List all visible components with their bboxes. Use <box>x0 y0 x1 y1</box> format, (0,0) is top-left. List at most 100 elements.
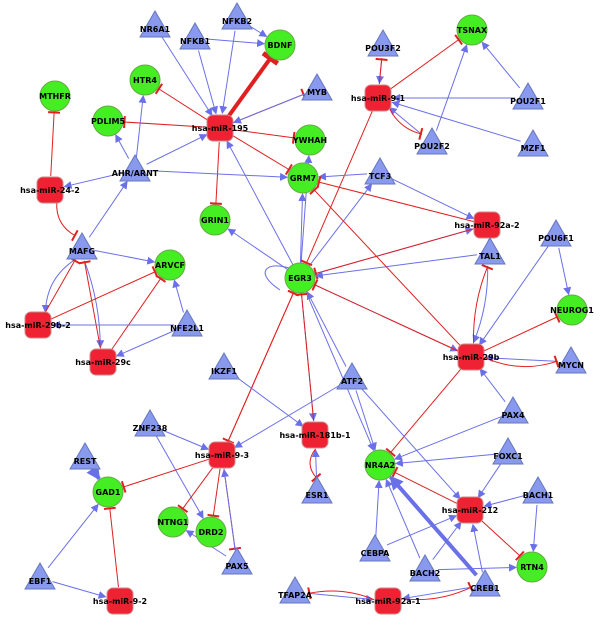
node-label: BACH2 <box>410 569 440 578</box>
node-mycn[interactable]: MYCN <box>555 345 587 374</box>
mirna-square-icon <box>89 348 117 376</box>
gene-circle-icon <box>92 476 124 508</box>
edge-mir242-to-mafg <box>56 202 79 242</box>
edge-nfe2l1-to-arvcf <box>172 279 184 313</box>
node-creb1[interactable]: CREB1 <box>469 568 501 597</box>
node-foxc1[interactable]: FOXC1 <box>492 436 524 465</box>
node-ahr[interactable]: AHR/ARNT <box>112 153 159 182</box>
edge-mir91-to-pou2f2 <box>388 106 424 140</box>
node-mzf1[interactable]: MZF1 <box>517 128 549 157</box>
node-label: POU3F2 <box>365 44 401 53</box>
node-label: ATF2 <box>341 377 363 386</box>
node-znf238[interactable]: ZNF238 <box>133 408 168 437</box>
edge-znf238-to-drd2 <box>156 436 204 519</box>
node-label: hsa-miR-9-1 <box>351 94 406 103</box>
node-nfe2l1[interactable]: NFE2L1 <box>170 308 204 337</box>
tf-triangle-icon <box>416 126 448 155</box>
node-nfkb1[interactable]: NFKB1 <box>179 21 211 50</box>
node-nr6a1[interactable]: NR6A1 <box>139 9 171 38</box>
node-bdnf[interactable]: BDNF <box>264 29 296 61</box>
tf-triangle-icon <box>359 533 391 562</box>
node-pax5[interactable]: PAX5 <box>221 546 253 575</box>
node-label: hsa-miR-29b <box>443 353 500 362</box>
node-label: GRM7 <box>290 174 316 183</box>
node-pou6f1[interactable]: POU6F1 <box>538 218 574 247</box>
node-mthfr[interactable]: MTHFR <box>39 80 71 112</box>
edge-rest-to-gad1 <box>86 464 101 481</box>
node-mir91[interactable]: hsa-miR-9-1 <box>351 84 406 112</box>
node-mir212[interactable]: hsa-miR-212 <box>442 496 498 524</box>
node-pax4[interactable]: PAX4 <box>497 395 529 424</box>
node-mir195[interactable]: hsa-miR-195 <box>192 114 249 142</box>
node-grm7[interactable]: GRM7 <box>287 162 319 194</box>
tf-triangle-icon <box>492 436 524 465</box>
node-mir93[interactable]: hsa-miR-9-3 <box>195 441 249 469</box>
node-label: MAFG <box>69 247 95 256</box>
node-egr3[interactable]: EGR3 <box>284 262 316 294</box>
node-grin1[interactable]: GRIN1 <box>199 204 231 236</box>
node-ywhah[interactable]: YWHAH <box>292 124 327 156</box>
edge-ahr-to-grm7 <box>147 170 289 181</box>
edge-mir212-to-nr4a2 <box>391 466 458 505</box>
node-neurog1[interactable]: NEUROG1 <box>550 294 594 326</box>
node-tfap2a[interactable]: TFAP2A <box>278 575 313 604</box>
mirna-square-icon <box>473 211 501 239</box>
node-mir181b1[interactable]: hsa-miR-181b-1 <box>279 421 351 449</box>
edge-creb1-to-nr4a2 <box>389 475 478 577</box>
node-label: HTR4 <box>133 76 157 85</box>
node-nr4a2[interactable]: NR4A2 <box>364 449 396 481</box>
node-ntng1[interactable]: NTNG1 <box>157 506 189 538</box>
node-esr1[interactable]: ESR1 <box>301 475 333 504</box>
node-pdlim5[interactable]: PDLIM5 <box>91 105 126 137</box>
node-nfkb2[interactable]: NFKB2 <box>221 1 253 30</box>
node-mir92a2[interactable]: hsa-miR-92a-2 <box>454 211 520 239</box>
node-mir29c[interactable]: hsa-miR-29c <box>75 348 131 376</box>
node-rtn4[interactable]: RTN4 <box>516 551 548 583</box>
node-tsnax[interactable]: TSNAX <box>456 14 488 46</box>
node-cebpa[interactable]: CEBPA <box>359 533 391 562</box>
edge-mir29b-to-tal1 <box>473 264 494 344</box>
edge-bach1-to-rtn4 <box>529 504 538 553</box>
node-atf2[interactable]: ATF2 <box>336 361 368 390</box>
node-ikzf1[interactable]: IKZF1 <box>208 351 240 380</box>
mirna-square-icon <box>457 343 485 371</box>
tf-triangle-icon <box>540 218 572 247</box>
node-label: NTNG1 <box>158 518 189 527</box>
node-mir29b2[interactable]: hsa-miR-29b-2 <box>5 311 71 339</box>
edge-foxc1-to-mir212 <box>477 463 502 499</box>
node-tal1[interactable]: TAL1 <box>474 236 506 265</box>
node-arvcf[interactable]: ARVCF <box>154 249 186 281</box>
node-htr4[interactable]: HTR4 <box>129 64 161 96</box>
node-bach1[interactable]: BACH1 <box>522 475 554 504</box>
tf-triangle-icon <box>134 408 166 437</box>
node-bach2[interactable]: BACH2 <box>409 553 441 582</box>
node-mir242[interactable]: hsa-miR-24-2 <box>20 176 80 204</box>
node-mir92[interactable]: hsa-miR-9-2 <box>93 587 147 615</box>
node-mir92a1[interactable]: hsa-miR-92a-1 <box>355 587 421 615</box>
edge-mzf1-to-mir91 <box>391 100 521 142</box>
node-pou2f1[interactable]: POU2F1 <box>510 81 546 110</box>
edge-mir29b2-to-arvcf <box>50 265 159 320</box>
node-mafg[interactable]: MAFG <box>66 231 98 260</box>
node-ebf1[interactable]: EBF1 <box>24 561 56 590</box>
tf-triangle-icon <box>522 475 554 504</box>
node-label: PAX5 <box>225 562 248 571</box>
node-rest[interactable]: REST <box>69 441 101 470</box>
node-pou2f2[interactable]: POU2F2 <box>414 126 450 155</box>
mirna-square-icon <box>301 421 329 449</box>
node-tcf3[interactable]: TCF3 <box>364 156 396 185</box>
node-drd2[interactable]: DRD2 <box>195 516 227 548</box>
node-label: NR6A1 <box>140 25 171 34</box>
node-myb[interactable]: MYB <box>301 72 333 101</box>
edge-bach2-to-nr4a2 <box>385 478 421 559</box>
edge-egr3-to-tcf3 <box>308 183 373 267</box>
node-label: POU2F2 <box>414 142 450 151</box>
node-label: RTN4 <box>520 563 544 572</box>
node-mir29b[interactable]: hsa-miR-29b <box>443 343 500 371</box>
node-label: TCF3 <box>369 172 391 181</box>
edge-mir195-to-pdlim5 <box>123 115 207 129</box>
node-pou3f2[interactable]: POU3F2 <box>365 28 401 57</box>
gene-circle-icon <box>157 506 189 538</box>
node-gad1[interactable]: GAD1 <box>92 476 124 508</box>
edge-tcf3-to-mir92a2 <box>391 178 475 219</box>
